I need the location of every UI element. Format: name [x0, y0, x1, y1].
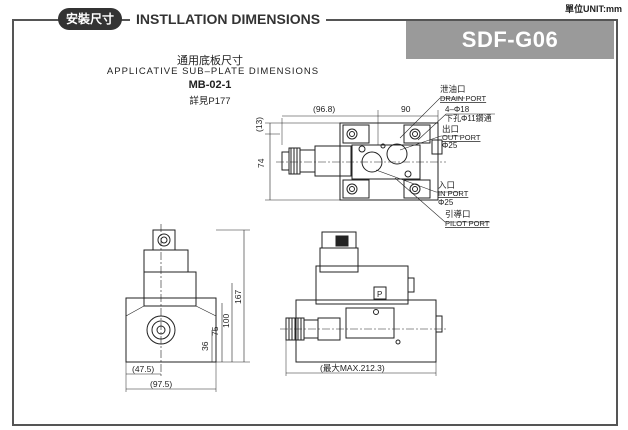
dim-max: (最大MAX.212.3) [320, 363, 385, 373]
bolt-hole-3 [346, 183, 358, 195]
dim-100: 100 [221, 314, 231, 328]
subplate-reference: 詳見P177 [189, 96, 231, 107]
p-port-box [373, 286, 387, 300]
front-lower-block [345, 307, 395, 339]
in-label-en: IN PORT [438, 189, 469, 198]
drain-label-en: DRAIN PORT [440, 94, 487, 103]
leader-drain [399, 97, 465, 139]
front-connector [321, 231, 357, 249]
dim-h-total: 74 [256, 158, 266, 168]
leader-pilot [394, 177, 490, 223]
top-solenoid-cap [299, 149, 316, 173]
front-subplate [295, 299, 437, 363]
drawing-frame [12, 19, 618, 426]
dim-w-left: (96.8) [313, 104, 335, 114]
section-badge: 安裝尺寸 [58, 8, 123, 30]
dim-36: 36 [200, 341, 210, 351]
out-diameter: Φ25 [442, 141, 458, 150]
dim-h-top: (13) [254, 117, 264, 132]
leader-out [399, 135, 460, 151]
in-diameter: Φ25 [438, 198, 454, 207]
side-view [125, 224, 250, 392]
pilot-label-en: PILOT PORT [445, 219, 490, 228]
leader-bolt [417, 113, 495, 141]
top-solenoid [314, 145, 352, 177]
unit-label: 單位UNIT:mm [564, 4, 622, 14]
top-ear-se [403, 179, 431, 199]
top-ear-nw [342, 124, 370, 144]
front-side-plug [435, 315, 443, 333]
section-title: INSTLLATION DIMENSIONS [130, 8, 327, 30]
in-label-cn: 入口 [438, 180, 455, 190]
top-ear-sw [342, 179, 370, 199]
out-label-en: OUT PORT [442, 133, 481, 142]
model-number: SDF-G06 [406, 21, 614, 59]
dim-167: 167 [233, 290, 243, 304]
side-solenoid [143, 249, 189, 273]
dim-47-5: (47.5) [132, 364, 154, 374]
side-connector [152, 229, 176, 251]
subplate-model: MB-02-1 [188, 79, 232, 91]
top-knob-end [281, 151, 290, 171]
front-view [280, 231, 446, 376]
side-valve-body [143, 271, 197, 307]
out-port-circle [386, 143, 408, 165]
out-label-cn: 出口 [442, 124, 459, 134]
bolt-label: 4–Φ18 [445, 105, 470, 114]
subplate-title-en: APPLICATIVE SUB–PLATE DIMENSIONS [106, 66, 320, 77]
p-port-label: P [377, 290, 382, 299]
top-subplate [339, 122, 439, 201]
leader-in [375, 169, 460, 193]
dim-w-right: 90 [401, 104, 411, 114]
dim-75: 75 [210, 326, 220, 336]
dim-97-5: (97.5) [150, 379, 172, 389]
bolt-hole-1 [346, 128, 358, 140]
top-view [265, 97, 495, 223]
subplate-title-cn: 通用底板尺寸 [177, 55, 243, 67]
connector-cap [335, 235, 349, 247]
side-subplate [125, 297, 217, 363]
drain-label-cn: 泄油口 [440, 84, 466, 94]
front-solenoid [319, 247, 359, 273]
top-side-plug [431, 139, 443, 155]
pilot-label-cn: 引導口 [445, 209, 471, 219]
bolt-label-cn: 下孔Φ11鑽通 [445, 113, 492, 123]
section-header: 安裝尺寸 INSTLLATION DIMENSIONS [12, 8, 416, 32]
bolt-hole-2 [409, 128, 421, 140]
